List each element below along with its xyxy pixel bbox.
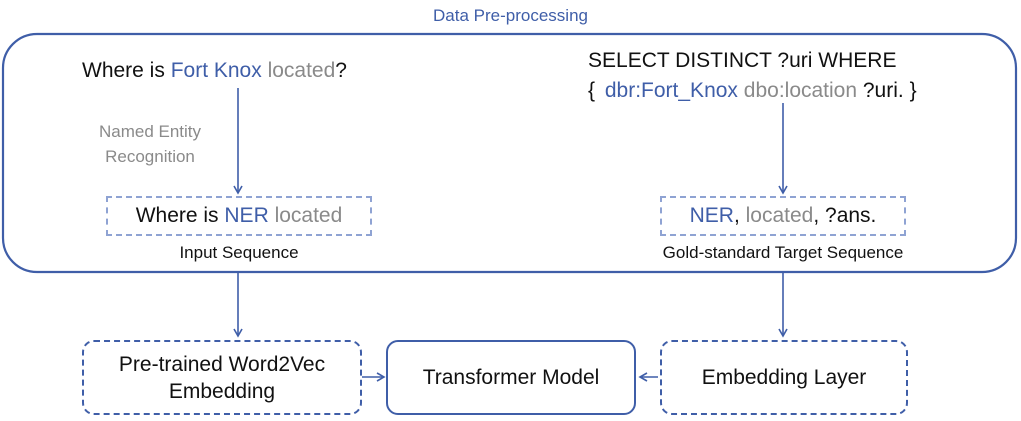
ner-label-line2: Recognition [105,147,195,166]
ner-label-line1: Named Entity [98,122,202,141]
transformer-label: Transformer Model [422,365,600,389]
ner-step-label: Named Entity Recognition [80,119,220,169]
target-sequence-box: NER, located, ?ans. [660,196,906,236]
input-sequence-caption: Input Sequence [179,243,299,262]
query-relation: dbo:location [743,79,858,102]
question-entity: Fort Knox [170,59,262,82]
section-title: Data Pre-processing [433,6,588,25]
sparql-query: SELECT DISTINCT ?uri WHERE { dbr:Fort_Kn… [588,46,917,106]
input-sequence-box: Where is NER located [106,196,372,236]
preprocessing-frame [1,32,1018,274]
query-brace-open: { [588,79,601,102]
query-line1: SELECT DISTINCT ?uri WHERE [588,49,897,72]
input-prefix: Where is [135,204,225,227]
embedding-layer-box: Embedding Layer [660,340,908,415]
word2vec-line2: Embedding [168,379,276,403]
embedding-layer-label: Embedding Layer [701,365,867,389]
target-rest: , ?ans. [813,204,877,227]
word2vec-line1: Pre-trained Word2Vec [118,352,326,376]
target-ner-token: NER [689,204,734,227]
query-rest: ?uri. } [857,79,917,102]
target-sep: , [733,204,746,227]
input-ner-token: NER [224,204,269,227]
input-relation: located [274,204,343,227]
word2vec-embedding-box: Pre-trained Word2Vec Embedding [82,340,362,415]
query-entity: dbr:Fort_Knox [604,79,738,102]
question-relation: located [267,59,336,82]
query-line2: { dbr:Fort_Knox dbo:location ?uri. } [588,76,917,106]
question-prefix: Where is [82,59,171,82]
question-mark: ? [335,59,347,82]
natural-language-question: Where is Fort Knox located? [82,59,347,83]
transformer-model-box: Transformer Model [386,340,636,415]
target-relation: located [745,204,814,227]
target-sequence-caption: Gold-standard Target Sequence [662,243,904,262]
